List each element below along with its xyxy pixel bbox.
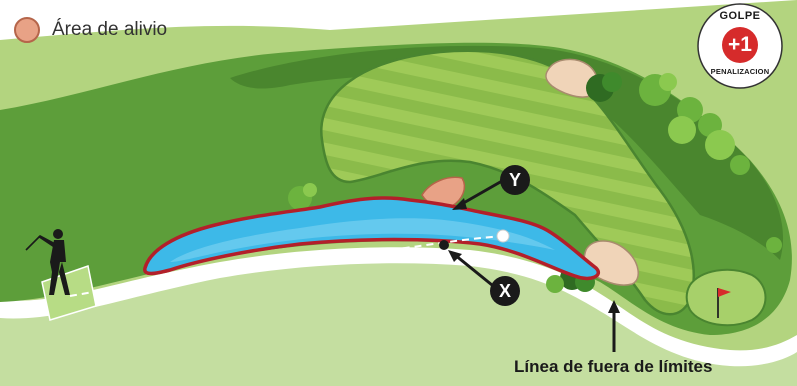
badge-bottom-text: PENALIZACION: [710, 67, 770, 76]
arrow-x-head: [448, 250, 462, 262]
green: [685, 268, 767, 327]
entry-point-x: [439, 240, 449, 250]
trees: [288, 72, 782, 293]
lower-grass: [0, 263, 797, 386]
legend-label: Área de alivio: [52, 19, 168, 40]
legend: Área de alivio: [14, 17, 167, 43]
relief-area-swatch: [14, 17, 40, 43]
marker-y: Y: [500, 165, 530, 195]
water-inner: [170, 218, 555, 262]
water-hazard: [143, 196, 600, 281]
badge-number: +1: [722, 27, 758, 63]
badge-top-text: GOLPE: [719, 10, 761, 22]
arrow-y: [459, 179, 503, 207]
flag-icon: [718, 288, 731, 297]
ball-icon: [496, 229, 510, 243]
arrow-x: [454, 253, 493, 287]
out-of-bounds-label: Línea de fuera de límites: [514, 357, 713, 376]
arrow-oob-head: [608, 300, 620, 313]
shot-line: [69, 235, 504, 297]
marker-x: X: [490, 276, 520, 306]
penalty-badge: GOLPE +1 PENALIZACION: [697, 3, 783, 89]
golfer-icon: [25, 229, 70, 295]
arrow-y-head: [452, 198, 467, 210]
